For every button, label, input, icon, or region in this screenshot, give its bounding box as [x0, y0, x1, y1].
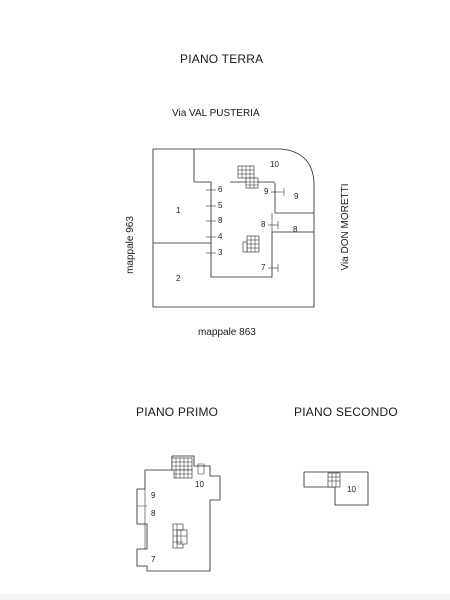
unit-9-label-b: 9	[294, 192, 299, 201]
second-floor-plan	[303, 471, 369, 506]
unit-9-box	[274, 183, 314, 214]
first-unit-8-label: 8	[151, 509, 156, 518]
second-floor-title: PIANO SECONDO	[294, 405, 398, 419]
second-unit-10-label: 10	[347, 485, 356, 494]
ground-stair-top	[237, 165, 259, 189]
parcel-bottom-label: mappale 863	[198, 327, 256, 338]
lot-outline	[152, 148, 315, 308]
bottom-strip	[0, 594, 450, 600]
street-top-label: Via VAL PUSTERIA	[172, 108, 260, 119]
ground-stair-bottom	[242, 235, 260, 253]
first-stair-bottom	[172, 523, 188, 549]
second-stair	[327, 472, 341, 488]
first-floor-outline	[136, 455, 221, 572]
unit-1-label: 1	[176, 206, 181, 215]
unit-8-label-c: 8	[293, 225, 298, 234]
first-unit-10-label: 10	[195, 480, 204, 489]
first-floor-plan	[136, 455, 221, 572]
ground-floor-plan	[152, 148, 315, 308]
unit-10-label: 10	[270, 160, 279, 169]
unit-8-label-b: 8	[261, 220, 266, 229]
ground-ticks	[206, 188, 285, 272]
street-right-label: Via DON MORETTI	[340, 183, 351, 271]
unit-8-label-a: 8	[218, 216, 223, 225]
unit-9-label-a: 9	[264, 187, 269, 196]
parcel-left-label: mappale 963	[125, 216, 136, 274]
first-floor-inner	[137, 463, 205, 549]
first-unit-7-label: 7	[151, 555, 156, 564]
unit-7-label: 7	[261, 263, 266, 272]
unit-4-label: 4	[218, 232, 223, 241]
first-stair-top	[171, 457, 193, 479]
first-floor-title: PIANO PRIMO	[136, 405, 219, 419]
unit-3-label: 3	[218, 248, 223, 257]
unit-6-label: 6	[218, 185, 223, 194]
unit-5-label: 5	[218, 201, 223, 210]
unit-2-label: 2	[176, 274, 181, 283]
second-floor-outline	[303, 471, 369, 506]
ground-floor-title: PIANO TERRA	[180, 52, 264, 66]
first-unit-9-label: 9	[151, 491, 156, 500]
